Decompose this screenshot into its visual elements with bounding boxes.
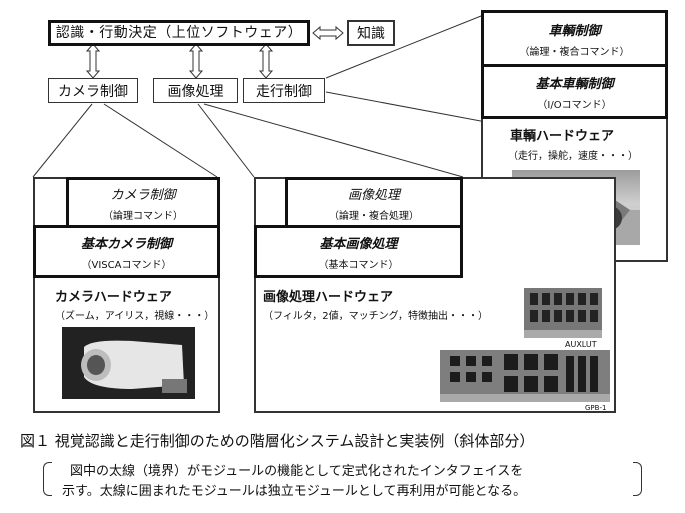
figure-caption: 図１ 視覚認識と走行制御のための階層化システム設計と実装例（斜体部分） bbox=[20, 432, 535, 450]
camera-line-right bbox=[103, 103, 218, 178]
camera-control-label: カメラ制御 bbox=[58, 83, 128, 100]
image-control-module: 画像処理 （論理・複合処理） bbox=[285, 177, 463, 228]
vehicle-control-module: 車輌制御 （論理・複合コマンド） bbox=[481, 10, 668, 67]
note-line-2: 示す。太線に囲まれたモジュールは独立モジュールとして再利用が可能となる。 bbox=[62, 484, 527, 499]
auxlut-label: AUXLUT bbox=[565, 340, 597, 349]
image-control-title: 画像処理 bbox=[347, 187, 400, 203]
gpb-board-photo bbox=[440, 350, 610, 402]
camera-line-left bbox=[32, 103, 93, 178]
camera-hw-sub: （ズーム，アイリス，視線・・・） bbox=[55, 311, 215, 322]
camera-basic-module: 基本カメラ制御 （VISCAコマンド） bbox=[33, 225, 220, 278]
camera-photo bbox=[62, 327, 195, 399]
note-line-1: 図中の太線（境界）がモジュールの機能として定式化されたインタフェイスを bbox=[70, 464, 524, 479]
camera-control-title: カメラ制御 bbox=[110, 187, 176, 203]
vehicle-control-title: 車輌制御 bbox=[548, 23, 601, 39]
camera-control-sub: （論理コマンド） bbox=[103, 210, 183, 222]
travel-control-box: 走行制御 bbox=[243, 78, 325, 103]
vehicle-basic-module: 基本車輌制御 （I/Oコマンド） bbox=[481, 64, 668, 119]
vehicle-hw-sub: （走行，操舵，速度・・・） bbox=[508, 151, 638, 162]
auxlut-board-photo bbox=[524, 288, 602, 338]
double-arrow-camera bbox=[85, 43, 101, 79]
image-line-left bbox=[197, 103, 255, 178]
vehicle-line-top bbox=[325, 13, 487, 79]
double-arrow-knowledge bbox=[312, 25, 344, 41]
image-line-right bbox=[203, 103, 464, 178]
double-arrow-travel bbox=[258, 43, 274, 79]
image-hw-sub: （フィルタ，2値，マッチング，特徴抽出・・・） bbox=[263, 311, 488, 322]
knowledge-label: 知識 bbox=[357, 26, 385, 42]
gpb-label: GPB-1 bbox=[585, 404, 607, 412]
camera-control-box: カメラ制御 bbox=[48, 78, 138, 103]
image-hw-title: 画像処理ハードウェア bbox=[263, 290, 394, 305]
travel-control-label: 走行制御 bbox=[256, 83, 312, 100]
image-control-sub: （論理・複合処理） bbox=[329, 210, 419, 222]
image-basic-sub: （基本コマンド） bbox=[318, 259, 399, 271]
camera-hw-title: カメラハードウェア bbox=[55, 290, 172, 305]
camera-basic-title: 基本カメラ制御 bbox=[80, 236, 172, 252]
double-arrow-image bbox=[188, 43, 204, 79]
vehicle-basic-title: 基本車輌制御 bbox=[535, 76, 614, 92]
recognition-box: 認識・行動決定（上位ソフトウェア） bbox=[48, 20, 310, 46]
camera-control-module: カメラ制御 （論理コマンド） bbox=[66, 177, 220, 228]
knowledge-box: 知識 bbox=[347, 20, 395, 46]
note-bracket-left bbox=[43, 462, 52, 496]
image-processing-box: 画像処理 bbox=[153, 78, 238, 103]
camera-basic-sub: （VISCAコマンド） bbox=[81, 259, 172, 271]
note-bracket-right bbox=[633, 462, 642, 496]
vehicle-line-bottom bbox=[325, 91, 487, 123]
vehicle-basic-sub: （I/Oコマンド） bbox=[537, 99, 612, 111]
image-processing-label: 画像処理 bbox=[167, 83, 224, 100]
recognition-label: 認識・行動決定（上位ソフトウェア） bbox=[55, 25, 303, 41]
image-basic-title: 基本画像処理 bbox=[319, 236, 398, 252]
vehicle-hw-title: 車輌ハードウェア bbox=[510, 129, 615, 144]
vehicle-control-sub: （論理・複合コマンド） bbox=[519, 46, 630, 58]
image-basic-module: 基本画像処理 （基本コマンド） bbox=[254, 225, 463, 278]
